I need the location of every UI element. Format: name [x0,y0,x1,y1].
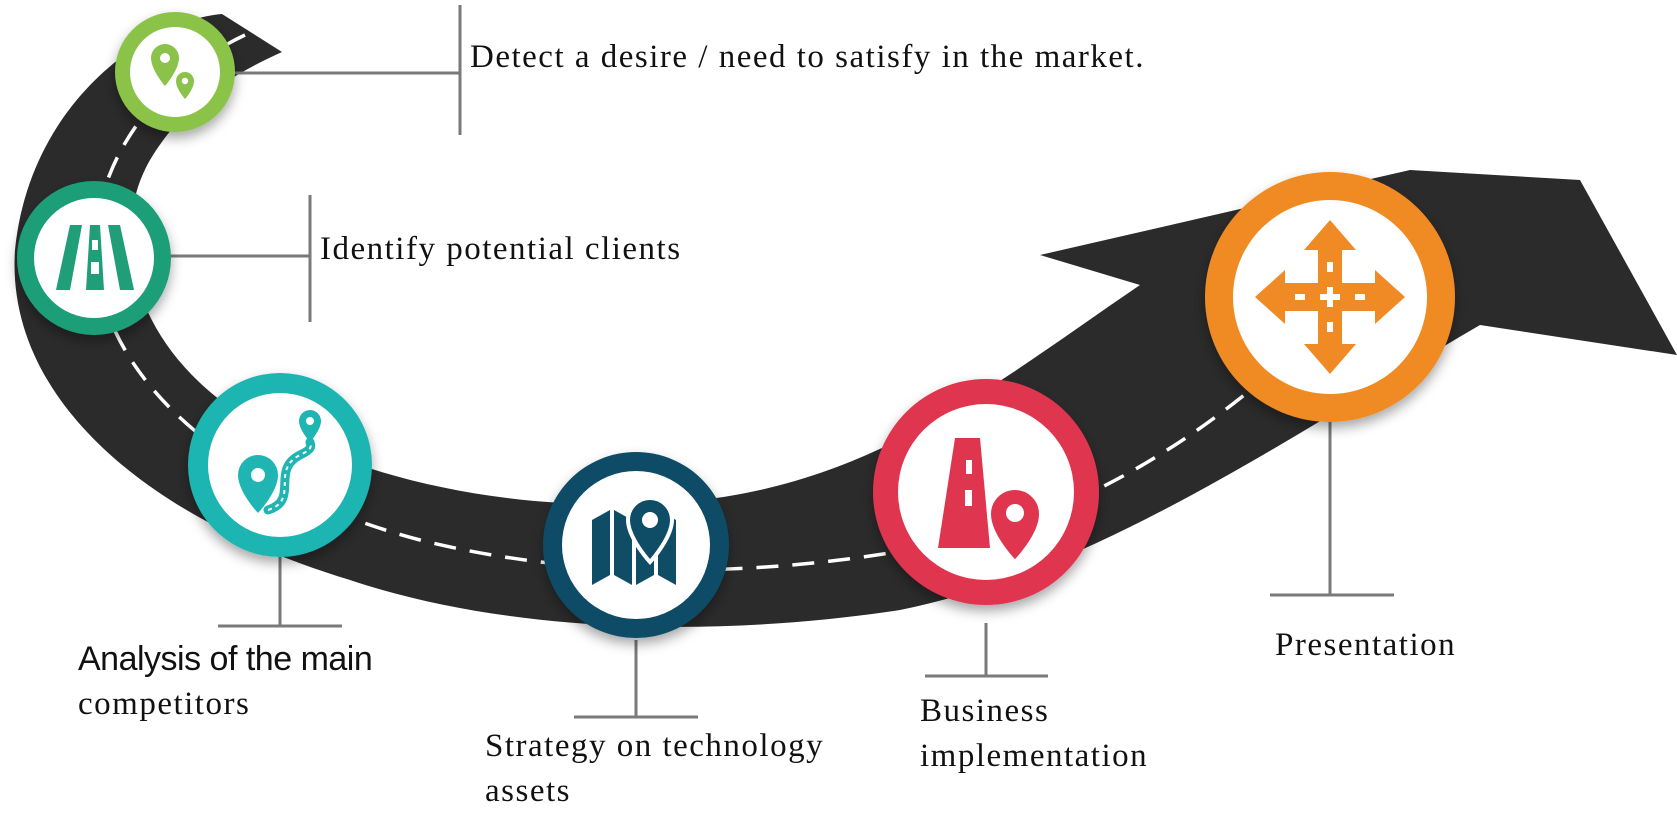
road-pin-icon [938,438,1044,565]
step-3-badge [188,373,372,557]
route-icon [238,410,321,515]
step-3-label-line2: competitors [78,686,251,722]
step-2-label: Identify potential clients [320,231,682,267]
step-1-label: Detect a desire / need to satisfy in the… [470,39,1145,75]
step-6-label: Presentation [1275,627,1457,663]
road-icon [56,225,134,290]
step-5-label-line1: Business [920,693,1050,729]
step-4-label-line1: Strategy on technology [485,728,825,764]
step-5-label-line2: implementation [920,738,1149,774]
step-1-badge [115,12,235,132]
step-3-label-line1: Analysis of the main [78,640,373,678]
crossroads-arrows-icon [1255,220,1405,374]
step-5-badge [873,379,1099,605]
map-pin-icon [592,495,676,585]
location-pins-icon [151,44,194,99]
step-4-label-line2: assets [485,773,571,809]
connector-lines [170,5,1394,719]
